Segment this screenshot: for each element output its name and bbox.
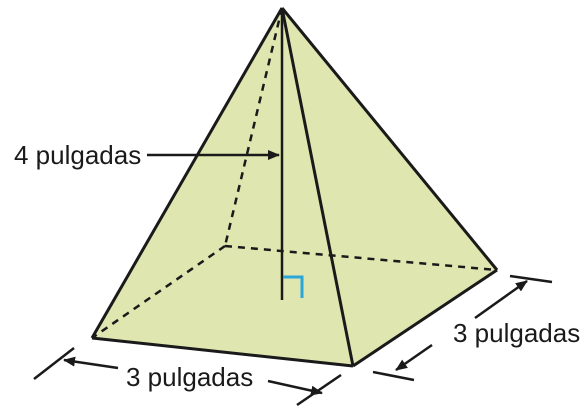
right-angle-marker (283, 275, 304, 298)
side-dimension-arrow-bottom (395, 343, 433, 372)
side-dimension-tick-bottom (372, 370, 415, 382)
front-dimension-tick-left (33, 347, 75, 380)
hidden-edges (91, 7, 498, 340)
hidden-edge-back-left (91, 244, 226, 340)
front-dimension-label: 3 pulgadas (126, 362, 253, 392)
side-dimension-arrow-top (474, 279, 528, 320)
hidden-edge-back-apex (223, 7, 284, 247)
front-dimension (33, 347, 342, 407)
front-dimension-arrow-left (63, 356, 119, 370)
front-dimension-arrow-right (267, 379, 323, 396)
edge-apex-front-left (90, 7, 284, 339)
side-dimension-label: 3 pulgadas (453, 318, 580, 348)
hidden-edge-back-right (224, 244, 498, 272)
side-dimension (372, 274, 553, 382)
edge-base-right (352, 268, 498, 368)
height-label: 4 pulgadas (14, 140, 141, 170)
edge-apex-front-right (280, 7, 355, 367)
edge-base-front (91, 336, 354, 368)
visible-edges (90, 7, 499, 368)
edge-apex-back-right (280, 7, 499, 271)
side-dimension-tick-top (509, 274, 553, 284)
